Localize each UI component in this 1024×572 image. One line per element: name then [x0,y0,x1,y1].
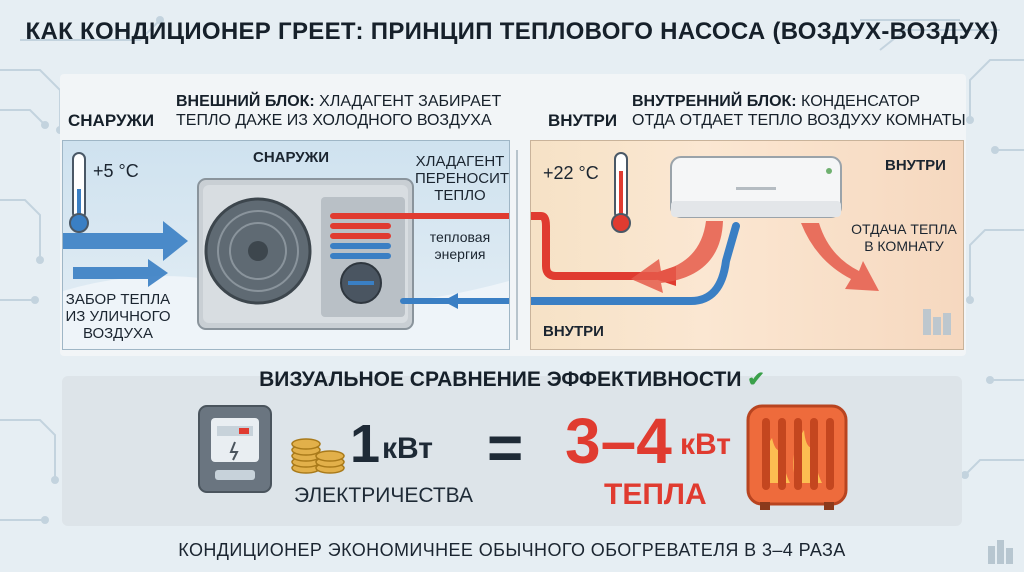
inside-box: +22 °C ВНУТРИ ОТДАЧА ТЕПЛА В КОМНАТУ ВНУ… [530,140,964,350]
intake-label: ЗАБОР ТЕПЛА ИЗ УЛИЧНОГО ВОЗДУХА [63,291,173,342]
refrigerant-label-line2: ПЕРЕНОСИТ [415,170,510,187]
intake-label-line3: ВОЗДУХА [82,325,154,342]
building-logo-icon [923,309,951,335]
energy-label-line1: тепловая [429,229,491,245]
outside-desc-bold: ВНЕШНИЙ БЛОК: [176,93,315,110]
energy-label-line2: энергия [434,246,486,262]
return-arrow [443,293,458,309]
watermark-logo-icon [988,540,1013,564]
outside-description: ВНЕШНИЙ БЛОК: ХЛАДАГЕНТ ЗАБИРАЕТ ТЕПЛО Д… [176,92,501,130]
output-value: 3–4 [565,405,672,477]
outside-header: СНАРУЖИ [68,111,155,130]
checkmark-icon: ✔ [747,368,765,391]
heat-output-label: ОТДАЧА ТЕПЛА В КОМНАТУ [849,221,959,255]
compressor-icon [340,262,382,304]
refrigerant-label-line3: ТЕПЛО [434,187,486,204]
refrigerant-label: ХЛАДАГЕНТ ПЕРЕНОСИТ ТЕПЛО [415,153,510,204]
thermometer-cold-icon [69,152,89,233]
coins-icon [291,438,345,474]
indoor-unit-illustration [531,152,951,335]
heat-output-label-line2: В КОМНАТУ [864,238,944,254]
outdoor-unit-label: СНАРУЖИ [253,149,329,166]
energy-label: тепловая энергия [415,229,505,263]
page-title: КАК КОНДИЦИОНЕР ГРЕЕТ: ПРИНЦИП ТЕПЛОВОГО… [25,18,999,45]
output-unit: кВт [680,428,731,461]
outdoor-unit-illustration [63,152,509,349]
intake-label-line2: ИЗ УЛИЧНОГО [65,308,171,325]
comparison-title: ВИЗУАЛЬНОЕ СРАВНЕНИЕ ЭФФЕКТИВНОСТИ ✔ [0,367,1024,392]
inside-desc-line2: ОТДА ОТДАЕТ ТЕПЛО ВОЗДУХУ КОМНАТЫ [632,112,966,129]
indoor-pipes [531,212,740,305]
thermometer-warm-icon [611,152,631,233]
inside-temperature: +22 °C [543,163,599,183]
heat-output-label-line1: ОТДАЧА ТЕПЛА [851,221,957,237]
outside-desc-line2: ТЕПЛО ДАЖЕ ИЗ ХОЛОДНОГО ВОЗДУХА [176,112,492,129]
radiator-heater-icon [746,404,848,510]
inside-desc-bold: ВНУТРЕННИЙ БЛОК: [632,93,797,110]
inside-desc-rest: КОНДЕНСАТОР [796,93,921,110]
input-value: 1 [350,414,381,474]
input-unit: кВт [382,432,433,465]
section-divider [516,150,518,340]
input-label: ЭЛЕКТРИЧЕСТВА [294,484,473,507]
output-label: ТЕПЛА [604,478,707,511]
outside-temperature: +5 °C [93,161,139,181]
outside-box: +5 °C СНАРУЖИ ЗАБОР ТЕПЛА ИЗ УЛИЧНОГО ВО… [62,140,510,350]
indoor-unit-icon [670,156,842,218]
inside-description: ВНУТРЕННИЙ БЛОК: КОНДЕНСАТОР ОТДА ОТДАЕТ… [632,92,966,130]
room-label: ВНУТРИ [885,157,946,174]
equals-sign: = [487,414,524,483]
refrigerant-label-line1: ХЛАДАГЕНТ [415,153,505,170]
outside-desc-rest: ХЛАДАГЕНТ ЗАБИРАЕТ [314,93,502,110]
intake-arrows [63,221,188,287]
inside-header: ВНУТРИ [548,111,618,130]
inside-bottom-label: ВНУТРИ [543,323,604,340]
intake-label-line1: ЗАБОР ТЕПЛА [65,291,171,308]
footer-statement: КОНДИЦИОНЕР ЭКОНОМИЧНЕЕ ОБЫЧНОГО ОБОГРЕВ… [178,540,846,560]
heat-output-arrows [631,221,879,293]
comparison-title-text: ВИЗУАЛЬНОЕ СРАВНЕНИЕ ЭФФЕКТИВНОСТИ [259,368,742,391]
electric-meter-icon [198,405,272,493]
